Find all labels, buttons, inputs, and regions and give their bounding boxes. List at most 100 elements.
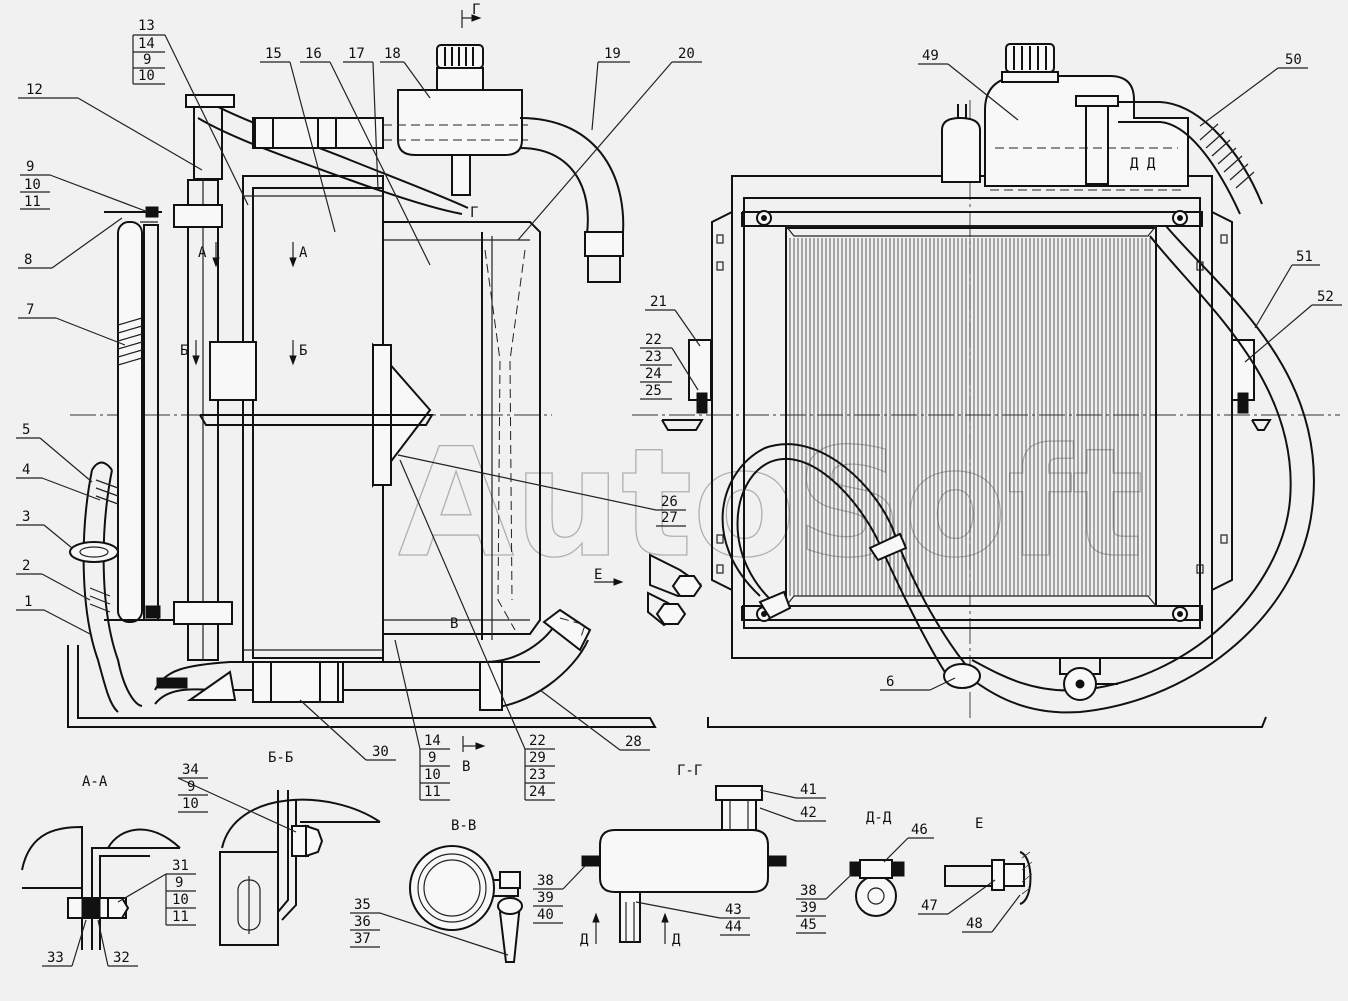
side-view-base xyxy=(67,645,657,728)
svg-text:В: В xyxy=(450,616,458,632)
svg-text:38: 38 xyxy=(800,883,817,899)
svg-text:Б: Б xyxy=(299,343,307,359)
svg-text:19: 19 xyxy=(604,46,621,62)
side-tube xyxy=(117,221,143,623)
callout-32: 32 xyxy=(97,919,138,967)
svg-text:40: 40 xyxy=(537,907,554,923)
svg-text:22: 22 xyxy=(645,332,662,348)
svg-text:11: 11 xyxy=(24,194,41,210)
callout-20: 20 xyxy=(517,46,702,241)
svg-text:34: 34 xyxy=(182,762,199,778)
callout-43: 43 44 xyxy=(635,901,750,936)
callout-50: 50 xyxy=(1199,52,1308,127)
svg-text:23: 23 xyxy=(529,767,546,783)
svg-text:31: 31 xyxy=(172,858,189,874)
svg-text:9: 9 xyxy=(143,52,151,68)
filler-neck-cap xyxy=(185,94,235,108)
svg-text:47: 47 xyxy=(921,898,938,914)
svg-text:7: 7 xyxy=(26,302,34,318)
tank-cap-front xyxy=(1001,43,1059,83)
svg-text:36: 36 xyxy=(354,914,371,930)
svg-text:21: 21 xyxy=(650,294,667,310)
callout-22-upper: 22 23 24 25 xyxy=(640,332,699,400)
svg-text:29: 29 xyxy=(529,750,546,766)
svg-text:32: 32 xyxy=(113,950,130,966)
callout-42: 42 xyxy=(759,805,826,822)
svg-text:16: 16 xyxy=(305,46,322,62)
elbow-pipe xyxy=(519,117,625,246)
callout-48: 48 xyxy=(962,894,1021,933)
callout-7: 7 xyxy=(18,302,126,346)
fan-shroud xyxy=(383,221,541,635)
callout-19: 19 xyxy=(591,46,630,131)
lower-hose xyxy=(82,469,119,713)
callout-38-lower: 38 39 45 xyxy=(796,873,853,934)
svg-text:39: 39 xyxy=(537,890,554,906)
overflow-hose xyxy=(1118,101,1263,205)
upper-tank-front xyxy=(741,211,1203,227)
svg-text:24: 24 xyxy=(529,784,546,800)
callout-34: 34 9 10 xyxy=(177,762,297,833)
svg-text:8: 8 xyxy=(24,252,32,268)
callout-17: 17 xyxy=(343,46,379,191)
callout-13: 13 14 9 10 xyxy=(132,18,249,206)
front-frame-inner xyxy=(743,197,1201,629)
svg-text:5: 5 xyxy=(22,422,30,438)
svg-text:А: А xyxy=(299,245,308,261)
callout-6: 6 xyxy=(880,674,956,691)
svg-text:37: 37 xyxy=(354,931,371,947)
drain-valve xyxy=(156,677,188,689)
svg-text:6: 6 xyxy=(886,674,894,690)
hose-ribs-50 xyxy=(1199,123,1255,189)
svg-text:18: 18 xyxy=(384,46,401,62)
upper-connector xyxy=(173,204,223,228)
corner-bolts xyxy=(756,210,1188,622)
lower-tank-front xyxy=(741,605,1203,621)
svg-text:50: 50 xyxy=(1285,52,1302,68)
callout-49: 49 xyxy=(918,48,1019,121)
svg-text:25: 25 xyxy=(645,383,662,399)
svg-text:41: 41 xyxy=(800,782,817,798)
svg-text:А: А xyxy=(198,245,207,261)
side-view: А А Б Б Г Г Е В В xyxy=(67,2,703,775)
svg-text:13: 13 xyxy=(138,18,155,34)
svg-text:Д-Д: Д-Д xyxy=(866,810,892,826)
svg-text:38: 38 xyxy=(537,873,554,889)
tube-clamp-7 xyxy=(117,317,143,366)
callout-14-lower: 14 9 10 11 xyxy=(394,639,450,801)
svg-text:Д: Д xyxy=(672,932,681,948)
svg-text:33: 33 xyxy=(47,950,64,966)
svg-text:В-В: В-В xyxy=(451,818,476,834)
svg-text:27: 27 xyxy=(661,510,678,526)
hose-ribs xyxy=(89,479,119,613)
svg-text:Е: Е xyxy=(975,816,983,832)
callout-12: 12 xyxy=(18,82,203,171)
hose-clamp-front xyxy=(868,532,908,562)
svg-text:9: 9 xyxy=(175,875,183,891)
svg-text:12: 12 xyxy=(26,82,43,98)
svg-text:42: 42 xyxy=(800,805,817,821)
front-view-base xyxy=(707,716,1267,728)
lower-elbow xyxy=(484,624,556,663)
expansion-tank xyxy=(397,89,523,156)
callout-3: 3 xyxy=(16,509,73,549)
mount-bolt-right xyxy=(1237,392,1249,414)
svg-text:10: 10 xyxy=(138,68,155,84)
radiator-core-inner xyxy=(252,187,384,659)
callout-22-lower: 22 29 23 24 xyxy=(399,459,555,801)
svg-text:10: 10 xyxy=(24,177,41,193)
callout-30: 30 xyxy=(299,699,396,761)
svg-text:9: 9 xyxy=(428,750,436,766)
svg-text:Д Д: Д Д xyxy=(1130,156,1156,172)
tank-cap-ribs xyxy=(436,44,484,69)
flange-holes xyxy=(716,234,1228,574)
svg-text:9: 9 xyxy=(187,779,195,795)
svg-text:35: 35 xyxy=(354,897,371,913)
fin-lines xyxy=(789,238,1151,596)
svg-text:3: 3 xyxy=(22,509,30,525)
return-hose xyxy=(959,225,1315,714)
callout-31: 31 9 10 11 xyxy=(117,858,196,926)
svg-text:39: 39 xyxy=(800,900,817,916)
